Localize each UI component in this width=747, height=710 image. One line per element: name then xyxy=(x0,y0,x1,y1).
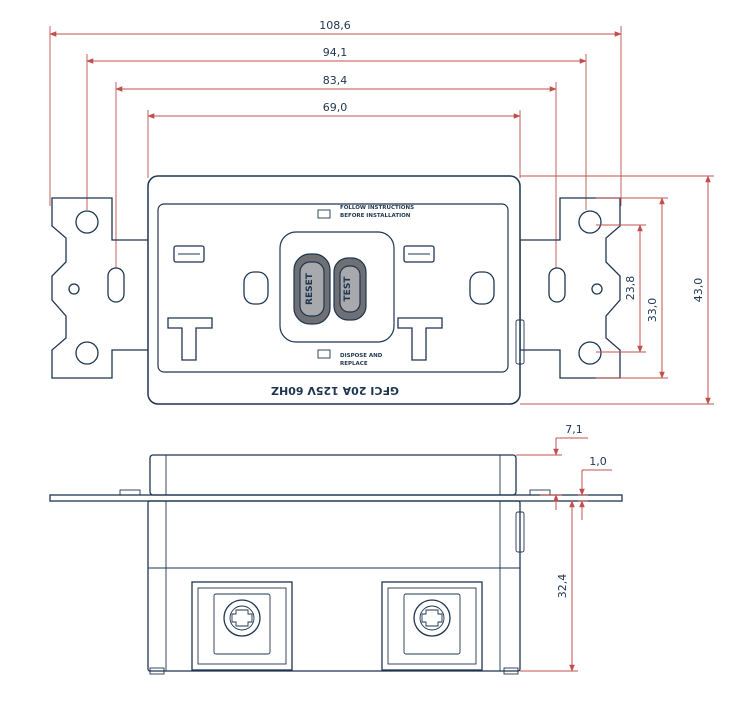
mounting-hole-right-bottom xyxy=(578,341,602,365)
dim-overall-width: 108,6 xyxy=(319,19,351,32)
test-label: TEST xyxy=(343,276,353,302)
slot-right-top xyxy=(403,245,435,263)
dim-mounting-holes: 94,1 xyxy=(323,46,348,59)
dim-depth-body: 32,4 xyxy=(556,574,569,599)
pilot-hole-left xyxy=(68,283,80,295)
terminal-screw-right xyxy=(413,599,451,637)
dim-height-33: 33,0 xyxy=(646,298,659,323)
mounting-strap-front xyxy=(51,197,621,379)
dim-height-total: 43,0 xyxy=(692,278,705,303)
slot-hole-left xyxy=(107,267,125,303)
face-label-top-1: FOLLOW INSTRUCTIONS xyxy=(340,205,414,211)
dim-slot-holes: 83,4 xyxy=(323,74,348,87)
dim-height-23: 23,8 xyxy=(624,276,637,301)
dim-plate-thickness: 1,0 xyxy=(589,455,607,468)
outlet-face: FOLLOW INSTRUCTIONS BEFORE INSTALLATION … xyxy=(147,175,525,405)
rating-text: GFCI 20A 125V 60HZ xyxy=(271,384,399,397)
strap-side xyxy=(49,494,623,502)
pilot-hole-right xyxy=(591,283,603,295)
terminal-screw-left xyxy=(223,599,261,637)
horizontal-dimensions: 108,6 94,1 83,4 69,0 xyxy=(49,19,622,268)
dim-depth-plate: 7,1 xyxy=(565,423,583,436)
dim-body-width: 69,0 xyxy=(323,101,348,114)
face-label-bottom-1: DISPOSE AND xyxy=(340,353,383,359)
slot-right-bottom xyxy=(397,317,443,361)
slot-hole-right xyxy=(548,267,566,303)
outlet-side-view xyxy=(49,454,623,675)
face-label-bottom-2: REPLACE xyxy=(340,361,368,367)
mounting-hole-left-top xyxy=(75,210,99,234)
slot-left-top xyxy=(173,245,205,263)
ground-right xyxy=(469,271,495,305)
vertical-dimensions: 23,8 33,0 43,0 xyxy=(520,175,714,405)
reset-label: RESET xyxy=(305,272,315,305)
mounting-hole-right-top xyxy=(578,210,602,234)
mounting-hole-left-bottom xyxy=(75,341,99,365)
side-dimensions: 7,1 1,0 32,4 xyxy=(516,423,612,672)
ground-left xyxy=(243,271,269,305)
slot-left-bottom xyxy=(167,317,213,361)
face-label-top-2: BEFORE INSTALLATION xyxy=(340,213,411,219)
